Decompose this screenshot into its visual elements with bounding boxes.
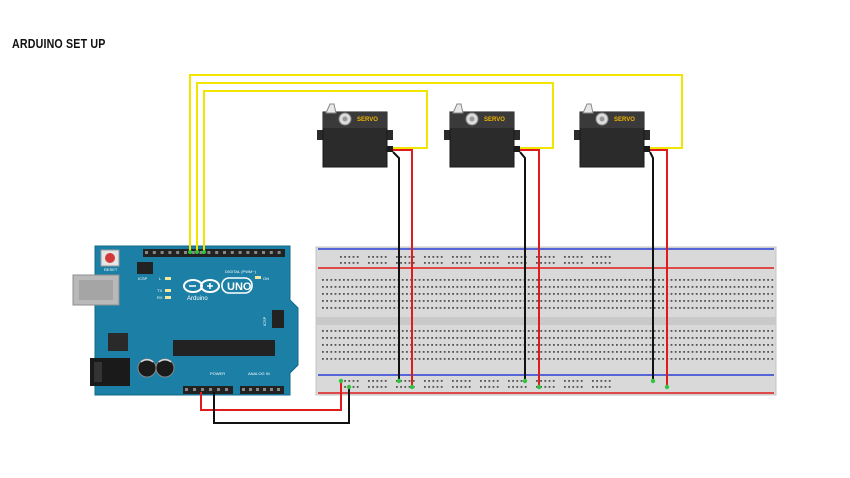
wire-endpoints (188, 250, 670, 390)
power-label: POWER (210, 371, 225, 376)
icsp2-label: ICSP (262, 316, 267, 326)
on-label: ON (263, 276, 269, 281)
servo-label: SERVO (484, 117, 505, 123)
breadboard (315, 246, 777, 396)
ground-wire-arduino (213, 387, 350, 424)
icsp-header: ICSP (137, 262, 153, 281)
power-header (183, 386, 233, 394)
servo-2: SERVO (444, 103, 520, 168)
capacitor-2 (155, 358, 175, 378)
ground-wire-servo-2 (519, 151, 526, 381)
reset-button-cap (105, 253, 115, 263)
brand-label: Arduino (187, 296, 208, 302)
icsp2-header: ICSP (262, 310, 284, 328)
analog-header (240, 386, 284, 394)
led-rx-label: RX (157, 295, 163, 300)
microcontroller-chip (173, 340, 275, 356)
ground-wire-servo-3 (649, 151, 654, 381)
icsp-label: ICSP (138, 276, 148, 281)
servo-label: SERVO (357, 117, 378, 123)
servo-1: SERVO (317, 103, 393, 168)
wires (189, 74, 683, 424)
arduino-board: RESET ICSP DIGITAL (PWM~) L TX RX ON UNO… (72, 245, 299, 396)
power-wire-servo-1 (393, 149, 413, 387)
digital-label: DIGITAL (PWM~) (225, 269, 257, 274)
signal-wire-servo-3 (189, 74, 683, 252)
voltage-regulator (108, 333, 128, 351)
signal-wire-servo-2 (196, 82, 554, 252)
led-tx-label: TX (157, 288, 162, 293)
ground-wire-servo-1 (392, 151, 400, 381)
digital-pins (145, 251, 281, 254)
led-l-label: L (159, 276, 162, 281)
breadboard-holes (322, 256, 774, 388)
arduino-logo: UNO Arduino (183, 277, 253, 302)
power-wire-servo-3 (650, 149, 668, 387)
servo-3: SERVO (574, 103, 650, 168)
analog-label: ANALOG IN (248, 371, 270, 376)
digital-header (143, 249, 285, 257)
power-wire-servo-2 (520, 149, 540, 387)
servos: SERVO SERVO SERVO (317, 103, 650, 168)
servo-label: SERVO (614, 117, 635, 123)
signal-wire-servo-1 (203, 90, 428, 252)
page-title: ARDUINO SET UP (12, 36, 106, 51)
bottom-pins (185, 388, 280, 391)
board-name: UNO (227, 281, 252, 293)
power-wire-arduino (200, 381, 342, 411)
breadboard-center-channel (316, 317, 776, 325)
capacitor-1 (137, 358, 157, 378)
reset-label: RESET (104, 267, 118, 272)
